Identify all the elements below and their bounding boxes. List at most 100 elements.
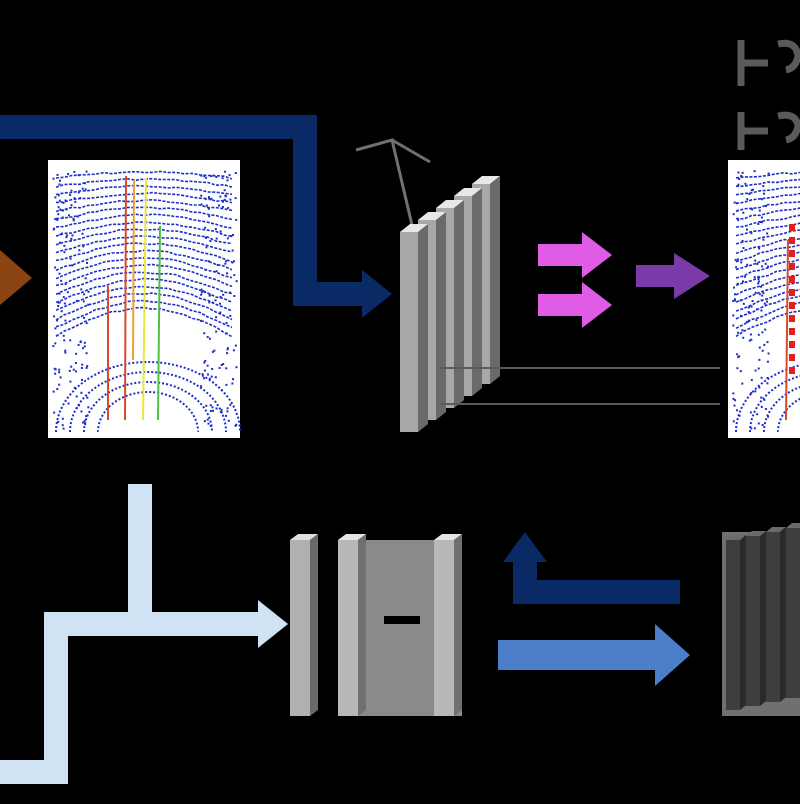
point — [215, 316, 218, 319]
point — [207, 373, 209, 376]
point — [235, 366, 238, 369]
point — [766, 360, 769, 363]
detected-point — [789, 224, 795, 231]
point — [201, 373, 204, 376]
point — [204, 291, 207, 294]
point — [746, 263, 749, 266]
point — [64, 199, 67, 202]
scan-row — [55, 292, 233, 321]
ring-arc — [55, 361, 241, 433]
point — [58, 199, 61, 202]
point — [200, 319, 202, 322]
point — [750, 232, 753, 235]
point — [737, 183, 740, 186]
point — [757, 333, 760, 336]
point — [62, 334, 65, 337]
point — [764, 328, 767, 331]
point — [757, 422, 760, 425]
point — [764, 408, 767, 410]
point — [215, 330, 218, 333]
point — [71, 234, 74, 237]
point — [746, 198, 749, 201]
point — [757, 367, 760, 370]
point — [741, 240, 744, 242]
point — [75, 370, 77, 373]
point — [233, 295, 236, 297]
slab-face — [338, 540, 358, 716]
scan-row — [55, 213, 233, 229]
point — [206, 418, 209, 421]
slab-face — [400, 232, 418, 432]
point — [756, 263, 759, 265]
point — [200, 291, 203, 294]
point — [758, 209, 761, 212]
point — [740, 174, 743, 177]
point — [235, 280, 238, 283]
light-blue-branch-arrow-icon — [0, 484, 288, 784]
point — [223, 198, 226, 201]
point — [223, 189, 226, 192]
point — [747, 311, 750, 313]
detected-point — [789, 354, 795, 361]
point — [226, 272, 228, 275]
point — [228, 174, 231, 177]
point — [61, 232, 63, 235]
point — [75, 299, 78, 302]
point — [83, 419, 86, 422]
point — [67, 402, 70, 405]
point — [732, 213, 735, 216]
point — [228, 291, 231, 294]
point — [754, 390, 757, 393]
point — [734, 258, 737, 261]
point — [57, 194, 60, 197]
point — [226, 407, 229, 410]
scan-row — [735, 310, 800, 338]
point — [732, 392, 735, 395]
point — [231, 382, 234, 385]
point — [734, 299, 736, 302]
point — [63, 251, 66, 254]
point — [754, 369, 757, 372]
point — [86, 365, 89, 368]
point — [224, 170, 227, 173]
navy-elbow-arrow-icon — [0, 115, 392, 318]
point — [766, 341, 769, 344]
point — [227, 419, 230, 422]
point — [79, 197, 82, 199]
slab-top — [766, 527, 786, 532]
point — [215, 176, 218, 178]
point — [64, 351, 67, 354]
point — [73, 170, 76, 173]
point — [224, 262, 227, 265]
point — [763, 192, 765, 195]
blue-forward-arrow-icon — [498, 624, 690, 686]
point — [54, 342, 57, 345]
slab-side — [454, 534, 462, 716]
decoder-layer-stack — [290, 534, 462, 716]
point-cloud-points — [52, 170, 241, 438]
point — [203, 361, 206, 364]
point — [225, 367, 228, 370]
point — [67, 173, 70, 175]
point — [72, 368, 75, 371]
point — [54, 368, 57, 371]
slab-side — [358, 534, 366, 716]
point — [85, 366, 88, 369]
point — [733, 298, 736, 301]
point — [211, 368, 214, 370]
point — [58, 368, 61, 371]
point — [209, 404, 212, 407]
point — [85, 170, 88, 173]
point — [750, 378, 753, 381]
point — [68, 214, 70, 217]
point — [85, 415, 88, 418]
point — [762, 238, 765, 241]
point — [756, 308, 758, 311]
cut-off-title-glyphs — [737, 39, 800, 150]
point — [760, 216, 763, 219]
point — [63, 302, 66, 305]
point — [74, 200, 77, 203]
point — [73, 386, 76, 389]
point — [62, 427, 65, 430]
